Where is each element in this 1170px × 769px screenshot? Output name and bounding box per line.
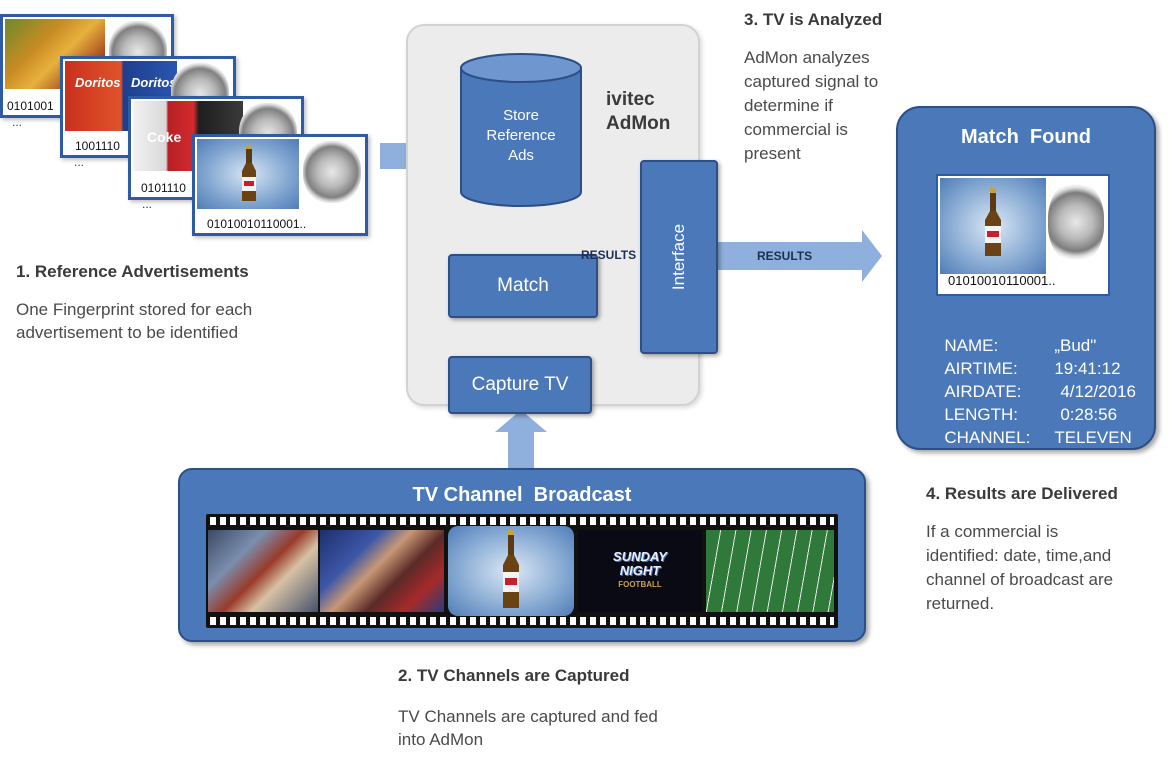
frame-sunday-night-football: SUNDAY NIGHT FOOTBALL (578, 530, 702, 612)
sunday-night-logo-text: SUNDAY NIGHT (613, 549, 667, 578)
card-bits: 0101110 (141, 181, 186, 195)
card-bits: 0101001 (7, 99, 54, 113)
step4-heading: 4. Results are Delivered (926, 484, 1118, 503)
interface-label: Interface (669, 223, 688, 291)
fingerprint-icon (1048, 182, 1104, 262)
beer-bottle-icon (985, 188, 1001, 256)
frame-news-anchors (208, 530, 318, 612)
result-label: CHANNEL: (944, 428, 1031, 447)
capture-tv-box: Capture TV (448, 356, 592, 414)
coke-label: Coke (147, 129, 182, 145)
match-found-title: Match Found (961, 126, 1091, 148)
result-row-airtime: AIRTIME: 19:41:12 (916, 339, 1136, 378)
result-row-length: LENGTH: 0:28:56 (916, 385, 1136, 424)
result-value: 4/12/2016 (1060, 382, 1136, 401)
result-row-airdate: AIRDATE: 4/12/2016 (916, 362, 1136, 401)
arrow-interface-to-result (705, 230, 882, 282)
interface-box: Interface (640, 160, 718, 354)
doritos-label: Doritos (75, 75, 121, 90)
result-details: NAME: „Bud" AIRTIME: 19:41:12 AIRDATE: 4/12… (916, 316, 1136, 447)
broadcast-panel: TV Channel Broadcast SUNDAY NIGHT FOOTBA… (178, 468, 866, 642)
card-ellipsis: ... (142, 197, 153, 211)
match-found-panel: Match Found 01010010110001.. NAME: „Bud" … (896, 106, 1156, 450)
result-row-channel: CHANNEL: TELEVEN (916, 408, 1136, 447)
reference-card-4: 01010010110001.. (192, 134, 368, 236)
football-logo-text: FOOTBALL (618, 580, 662, 589)
matched-ad-card: 01010010110001.. (936, 174, 1110, 296)
results-label-outer: RESULTS (757, 249, 813, 263)
film-sprockets-top (210, 517, 834, 525)
result-value: 0:28:56 (1060, 405, 1118, 424)
frame-football-field (706, 530, 834, 612)
step2-body: TV Channels are captured and fed into Ad… (398, 707, 658, 749)
step4-body: If a commercial is identified: date, tim… (926, 522, 1114, 613)
step1-heading: 1. Reference Advertisements (16, 262, 249, 281)
store-database-icon (460, 53, 582, 207)
card-ellipsis: ... (74, 155, 85, 169)
step3-heading: 3. TV is Analyzed (744, 10, 883, 29)
fingerprint-icon (303, 141, 361, 203)
card-bits: 1001110 (75, 139, 120, 153)
capture-tv-label: Capture TV (471, 374, 569, 395)
result-value: 19:41:12 (1054, 359, 1121, 378)
card-ellipsis: ... (12, 115, 23, 129)
admon-product-name: ivitec AdMon (606, 89, 671, 134)
matched-ad-bits: 01010010110001.. (948, 273, 1056, 288)
results-label-inner: RESULTS (581, 248, 637, 262)
match-label: Match (497, 275, 549, 296)
result-row-name: NAME: „Bud" (916, 316, 1136, 355)
store-label: Store Reference Ads (486, 107, 556, 164)
result-value: „Bud" (1054, 336, 1097, 355)
frame-news-presenter (320, 530, 444, 612)
step2-heading: 2. TV Channels are Captured (398, 666, 630, 685)
broadcast-title: TV Channel Broadcast (412, 484, 632, 506)
arrow-broadcast-to-capture (495, 410, 547, 470)
result-label: AIRDATE: (944, 382, 1022, 401)
beer-bottle-icon (503, 530, 519, 608)
step3-body: AdMon analyzes captured signal to determ… (744, 48, 879, 163)
card-bits: 01010010110001.. (207, 217, 307, 231)
doritos-label-2: Doritos (131, 75, 177, 90)
film-strip: SUNDAY NIGHT FOOTBALL (206, 514, 838, 628)
step1-body: One Fingerprint stored for each advertis… (16, 300, 253, 342)
result-label: NAME: (944, 336, 999, 355)
beer-bottle-icon (242, 145, 256, 201)
film-sprockets-bottom (210, 617, 834, 625)
match-box: Match (448, 254, 598, 318)
result-value: TELEVEN (1054, 428, 1132, 447)
result-label: LENGTH: (944, 405, 1019, 424)
result-label: AIRTIME: (944, 359, 1018, 378)
